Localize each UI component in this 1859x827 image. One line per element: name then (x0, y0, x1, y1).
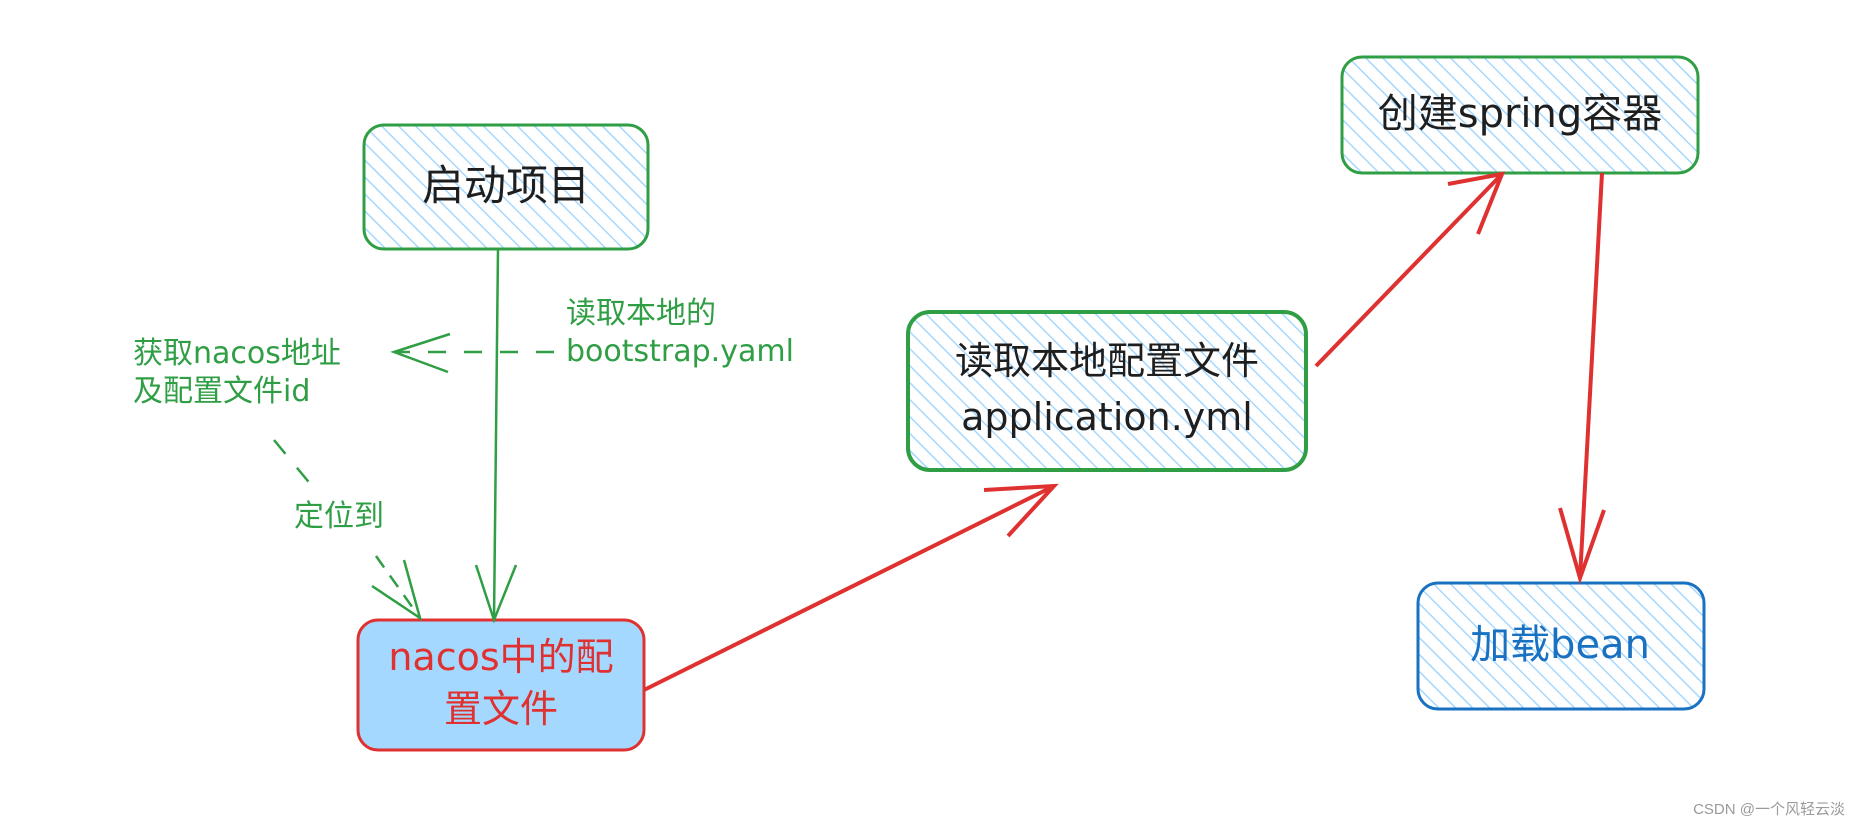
node-nacos-config: nacos中的配 置文件 (356, 618, 646, 752)
label-get-nacos-address: 获取nacos地址 及配置文件id (133, 335, 341, 410)
arrow-locate-to-nacos-config (273, 439, 423, 621)
watermark: CSDN @一个风轻云淡 (1693, 801, 1845, 818)
node-read-local-label-line2: application.yml (961, 395, 1253, 439)
node-create-spring: 创建spring容器 (1340, 55, 1700, 175)
arrow-read-local-to-spring (1314, 171, 1506, 368)
node-nacos-config-box (356, 618, 646, 752)
node-read-local-label-line1: 读取本地配置文件 (955, 339, 1259, 383)
node-start-label: 启动项目 (422, 161, 590, 210)
arrow-spring-to-bean (1558, 172, 1606, 585)
label-read-bootstrap: 读取本地的 bootstrap.yaml (566, 295, 794, 370)
arrow-start-to-nacos (474, 248, 518, 624)
label-get-nacos-address-line1: 获取nacos地址 (133, 336, 341, 371)
node-start: 启动项目 (362, 123, 650, 251)
label-read-bootstrap-line1: 读取本地的 (566, 296, 716, 331)
node-nacos-config-label-line1: nacos中的配 (388, 635, 613, 679)
node-load-bean: 加载bean (1416, 581, 1706, 711)
label-locate-to: 定位到 (294, 498, 384, 536)
label-read-bootstrap-line2: bootstrap.yaml (566, 333, 794, 369)
node-create-spring-box (1340, 55, 1700, 175)
node-start-box (362, 123, 650, 251)
node-read-local: 读取本地配置文件 application.yml (906, 310, 1308, 472)
label-get-nacos-address-line2: 及配置文件id (133, 373, 311, 409)
node-load-bean-box (1416, 581, 1706, 711)
arrow-bootstrap-to-nacos-address (390, 332, 554, 374)
node-load-bean-label: 加载bean (1470, 622, 1650, 668)
label-locate-to-text: 定位到 (294, 499, 384, 534)
node-create-spring-label: 创建spring容器 (1378, 91, 1663, 137)
node-nacos-config-label-line2: 置文件 (444, 687, 558, 731)
arrow-nacos-to-read-local (643, 483, 1059, 692)
node-read-local-box (906, 310, 1308, 472)
